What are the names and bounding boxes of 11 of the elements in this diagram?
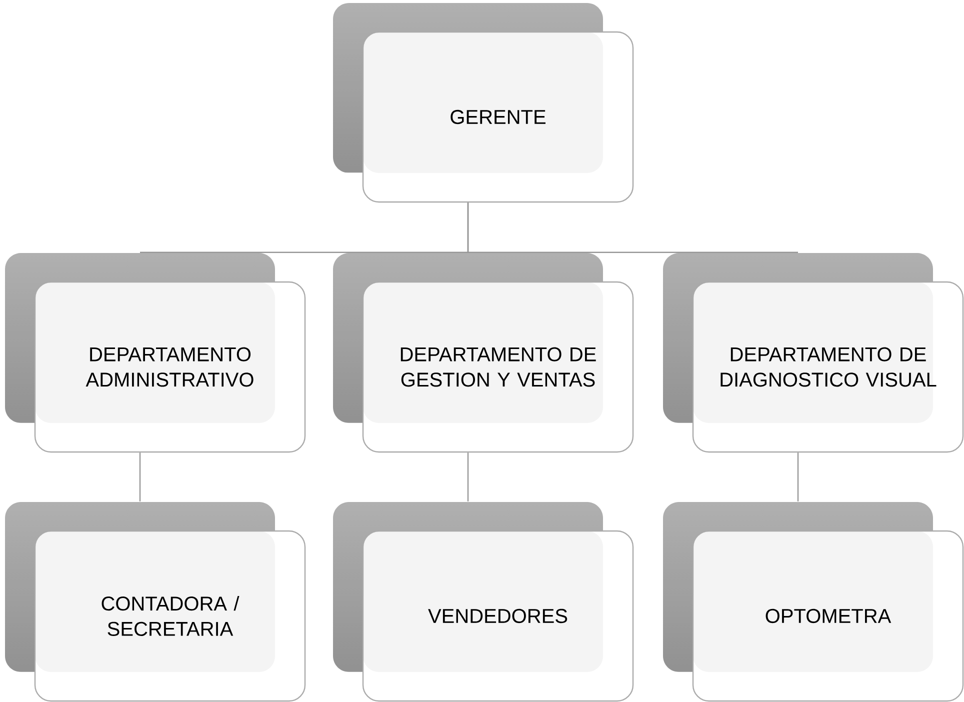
org-box: DEPARTAMENTO ADMINISTRATIVO	[34, 281, 306, 453]
org-box: VENDEDORES	[362, 530, 634, 702]
org-box: DEPARTAMENTO DE GESTION Y VENTAS	[362, 281, 634, 453]
connector-line	[467, 452, 469, 502]
org-box: DEPARTAMENTO DE DIAGNOSTICO VISUAL	[692, 281, 964, 453]
connector-line	[467, 202, 798, 253]
connector-line	[797, 452, 799, 502]
org-box: OPTOMETRA	[692, 530, 964, 702]
org-box: CONTADORA / SECRETARIA	[34, 530, 306, 702]
org-box: GERENTE	[362, 31, 634, 203]
connector-line	[139, 452, 141, 502]
